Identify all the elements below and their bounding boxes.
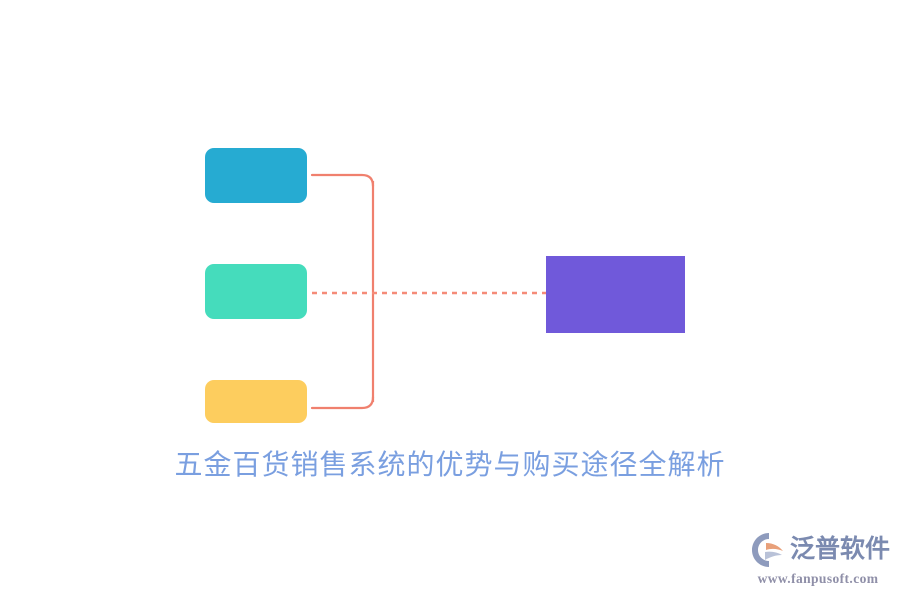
page-title: 五金百货销售系统的优势与购买途径全解析 — [174, 450, 726, 481]
connector-blue-to-trunk — [310, 173, 375, 188]
flow-diagram — [205, 148, 685, 423]
watermark-url: www.fanpusoft.com — [757, 571, 879, 586]
diagram-node-blue[interactable] — [205, 148, 307, 203]
connector-layer — [310, 173, 546, 410]
diagram-node-green[interactable] — [205, 264, 307, 319]
diagram-node-yellow[interactable] — [205, 380, 307, 423]
watermark-row: 泛普软件 — [750, 530, 890, 570]
watermark: 泛普软件 www.fanpusoft.com — [750, 530, 890, 592]
watermark-brand: 泛普软件 — [790, 536, 891, 563]
fanpu-logo-icon — [752, 533, 783, 567]
diagram-node-purple[interactable] — [546, 256, 685, 333]
connector-yellow-to-trunk — [310, 395, 375, 410]
